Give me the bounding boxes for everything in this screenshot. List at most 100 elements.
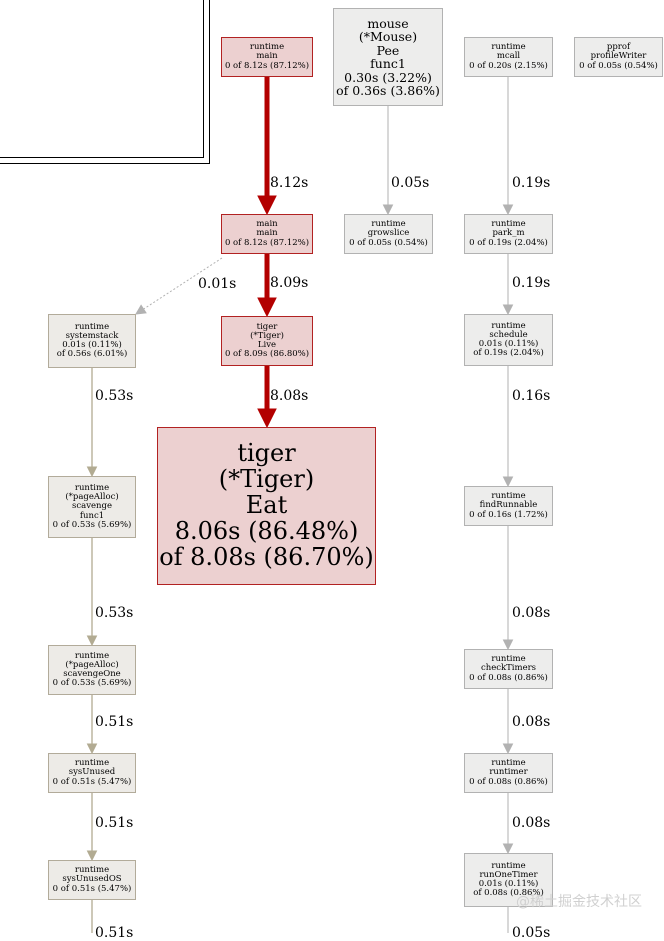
node-label-line: func1	[370, 56, 406, 71]
edge-label: 0.05s	[391, 175, 430, 191]
node-label-line: 0.01s (0.11%)	[478, 339, 539, 349]
node-label-line: pprof	[606, 42, 631, 53]
node-label-line: 0 of 0.16s (1.72%)	[469, 509, 548, 520]
node-label-line: 0.30s (3.22%)	[344, 69, 432, 85]
node-label-line: schedule	[489, 329, 528, 340]
edge-arrowhead	[502, 476, 514, 488]
node-label-line: Pee	[376, 42, 400, 58]
node-label-line: runtime	[491, 491, 526, 502]
node-label-line: runtime	[491, 758, 526, 769]
edge-arrowhead	[86, 635, 98, 647]
node-label-line: 0.01s (0.11%)	[478, 879, 539, 889]
node-label-line: 0 of 0.51s (5.47%)	[52, 883, 132, 894]
node-label-line: 0.01s (0.11%)	[62, 340, 122, 350]
edge-label: 8.08s	[270, 388, 309, 404]
node-label-line: tiger	[256, 321, 278, 332]
edge-arrowhead	[502, 843, 514, 855]
node-label-line: tiger	[237, 439, 296, 468]
node-label-line: mouse	[367, 15, 409, 31]
node-label-line: profileWriter	[590, 51, 647, 62]
edge-label: 0.51s	[95, 815, 134, 831]
node-label-line: 0 of 0.53s (5.69%)	[52, 678, 132, 689]
node-label-line: (*Mouse)	[358, 29, 418, 44]
node-label-line: 0 of 0.53s (5.69%)	[52, 519, 132, 530]
node-label-line: runtime	[491, 42, 526, 53]
node-label-line: growslice	[367, 228, 410, 239]
node-label-line: runtime	[491, 860, 526, 871]
edge-arrowhead	[502, 204, 514, 216]
edge-label: 0.05s	[512, 925, 551, 941]
node-label-line: sysUnusedOS	[62, 874, 122, 885]
edge-arrowhead	[257, 195, 277, 216]
edge-arrowhead	[86, 850, 98, 862]
node-label-line: (*Tiger)	[218, 465, 315, 494]
node-label-line: park_m	[492, 228, 525, 239]
node-label-line: 0 of 0.08s (0.86%)	[469, 672, 548, 683]
node-label-line: Live	[257, 340, 277, 350]
edge-label: 0.08s	[512, 815, 551, 831]
node-label-line: sysUnused	[68, 767, 116, 778]
node-label-line: 0 of 0.05s (0.54%)	[579, 60, 658, 71]
node-label-line: runtime	[491, 219, 526, 230]
node-label-line: of 0.36s (3.86%)	[336, 83, 440, 98]
edge-label: 8.09s	[270, 275, 309, 291]
node-label-line: (*pageAlloc)	[65, 492, 119, 503]
node-label-line: scavenge	[72, 501, 112, 512]
edge-arrowhead	[502, 743, 514, 755]
node-label-line: 0 of 0.08s (0.86%)	[469, 776, 548, 787]
edge-label: 0.08s	[512, 714, 551, 730]
node-label-line: (*Tiger)	[250, 330, 284, 341]
node-label-line: 0 of 0.05s (0.54%)	[349, 237, 428, 248]
edge-label: 0.53s	[95, 605, 134, 621]
edge-arrowhead	[86, 743, 98, 755]
edge-arrowhead	[382, 204, 394, 216]
edge-arrowhead	[502, 639, 514, 651]
edge-label: 0.53s	[95, 388, 134, 404]
edge-arrowhead	[257, 297, 277, 318]
edge-arrowhead	[502, 304, 514, 316]
edge-label: 0.19s	[512, 175, 551, 191]
node-label-line: of 0.56s (6.01%)	[56, 349, 128, 360]
node-label-line: runOneTimer	[479, 869, 538, 880]
node-label-line: 0 of 8.12s (87.12%)	[224, 237, 310, 248]
node-label-line: 0 of 8.12s (87.12%)	[224, 60, 310, 71]
node-label-line: runtime	[491, 320, 526, 331]
edge-label: 0.19s	[512, 275, 551, 291]
node-label-line: 0 of 0.51s (5.47%)	[52, 776, 132, 787]
node-label-line: main	[256, 219, 278, 230]
edge-label: 0.51s	[95, 714, 134, 730]
node-label-line: 0 of 0.19s (2.04%)	[469, 237, 548, 248]
node-label-line: of 0.19s (2.04%)	[473, 348, 544, 359]
node-label-line: runtime	[74, 865, 110, 876]
node-label-line: 0 of 0.20s (2.15%)	[469, 60, 548, 71]
node-label-line: (*pageAlloc)	[65, 659, 119, 670]
edge-label: 8.12s	[270, 175, 309, 191]
node-label-line: runtime	[491, 654, 526, 665]
watermark-text: @稀土掘金技术社区	[516, 894, 642, 910]
node-label-line: systemstack	[65, 330, 119, 341]
node-label-line: runtime	[371, 219, 406, 230]
node-label-line: of 8.08s (86.70%)	[159, 542, 374, 571]
node-label-line: runtimer	[489, 767, 528, 778]
node-label-line: runtime	[249, 42, 285, 53]
edge-arrowhead	[86, 466, 98, 478]
